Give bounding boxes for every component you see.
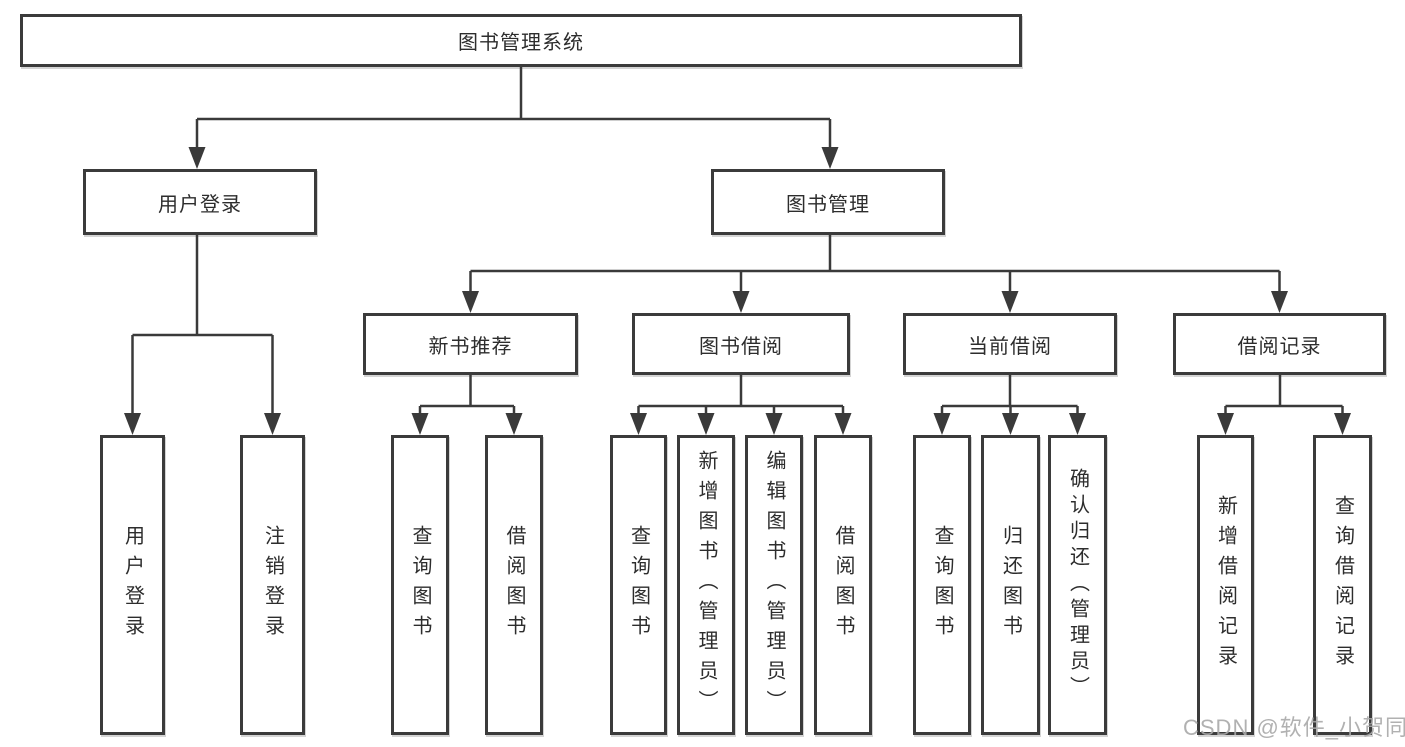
node-label: 用户登录 — [121, 525, 144, 645]
arrow-down-icon — [124, 413, 141, 435]
node-label: 查询图书 — [931, 525, 953, 645]
leaf-add-borrow-record: 新增借阅记录 — [1197, 435, 1254, 735]
arrow-down-icon — [765, 413, 783, 435]
connector-new-book-recommend — [418, 375, 516, 416]
node-label: 借阅图书 — [832, 525, 854, 645]
arrow-down-icon — [1217, 413, 1234, 435]
connector-borrowing-records — [1224, 375, 1344, 416]
node-library-management-system: 图书管理系统 — [20, 14, 1022, 67]
arrow-down-icon — [630, 413, 647, 435]
arrow-down-icon — [1334, 413, 1351, 435]
node-label: 编辑图书（管理员） — [763, 450, 785, 720]
arrow-down-icon — [732, 291, 750, 313]
leaf-borrow-books-1: 借阅图书 — [485, 435, 543, 735]
node-current-borrowing: 当前借阅 — [903, 313, 1117, 375]
leaf-confirm-return-admin: 确认归还（管理员） — [1048, 435, 1107, 735]
arrow-down-icon — [1002, 413, 1019, 435]
arrow-down-icon — [821, 147, 839, 169]
arrow-down-icon — [462, 291, 479, 313]
leaf-logout: 注销登录 — [240, 435, 305, 735]
arrow-down-icon — [933, 413, 951, 435]
node-label: 查询图书 — [409, 525, 431, 645]
node-label: 新增借阅记录 — [1214, 495, 1237, 675]
node-label: 新增图书（管理员） — [695, 450, 717, 720]
node-label: 新书推荐 — [428, 335, 513, 358]
leaf-query-borrow-record: 查询借阅记录 — [1313, 435, 1372, 735]
leaf-query-books-1: 查询图书 — [391, 435, 449, 735]
node-book-management: 图书管理 — [711, 169, 945, 235]
node-label: 用户登录 — [158, 193, 242, 216]
arrow-down-icon — [264, 413, 281, 435]
leaf-query-books-3: 查询图书 — [913, 435, 971, 735]
arrow-down-icon — [834, 413, 852, 435]
connector-book-management — [469, 235, 1281, 294]
node-user-login: 用户登录 — [83, 169, 317, 235]
node-label: 归还图书 — [999, 525, 1022, 645]
connector-current-borrowing — [940, 375, 1079, 416]
node-label: 查询借阅记录 — [1331, 495, 1354, 675]
node-label: 图书管理 — [786, 193, 870, 216]
node-label: 当前借阅 — [968, 335, 1052, 358]
leaf-borrow-books-2: 借阅图书 — [814, 435, 872, 735]
connector-user-login — [131, 235, 274, 416]
node-label: 借阅记录 — [1237, 335, 1322, 358]
leaf-add-books-admin: 新增图书（管理员） — [677, 435, 735, 735]
arrow-down-icon — [697, 413, 715, 435]
arrow-down-icon — [411, 413, 429, 435]
arrowheads — [124, 147, 1351, 435]
arrow-down-icon — [1271, 291, 1288, 313]
connector-book-borrowing — [637, 375, 845, 416]
node-label: 借阅图书 — [503, 525, 525, 645]
leaf-user-login: 用户登录 — [100, 435, 165, 735]
node-book-borrowing: 图书借阅 — [632, 313, 850, 375]
arrow-down-icon — [1001, 291, 1019, 313]
node-label: 查询图书 — [627, 525, 650, 645]
connector-root — [195, 67, 832, 150]
node-label: 确认归还（管理员） — [1066, 468, 1089, 702]
node-label: 注销登录 — [261, 525, 284, 645]
csdn-watermark: CSDN @软件_小贺同学 — [1183, 715, 1405, 740]
leaf-query-books-2: 查询图书 — [610, 435, 667, 735]
leaf-return-books: 归还图书 — [981, 435, 1040, 735]
node-label: 图书管理系统 — [458, 32, 584, 54]
arrow-down-icon — [1069, 413, 1086, 435]
leaf-edit-books-admin: 编辑图书（管理员） — [745, 435, 803, 735]
arrow-down-icon — [188, 147, 206, 169]
node-new-book-recommend: 新书推荐 — [363, 313, 578, 375]
arrow-down-icon — [505, 413, 523, 435]
node-label: 图书借阅 — [699, 335, 783, 358]
node-borrowing-records: 借阅记录 — [1173, 313, 1386, 375]
